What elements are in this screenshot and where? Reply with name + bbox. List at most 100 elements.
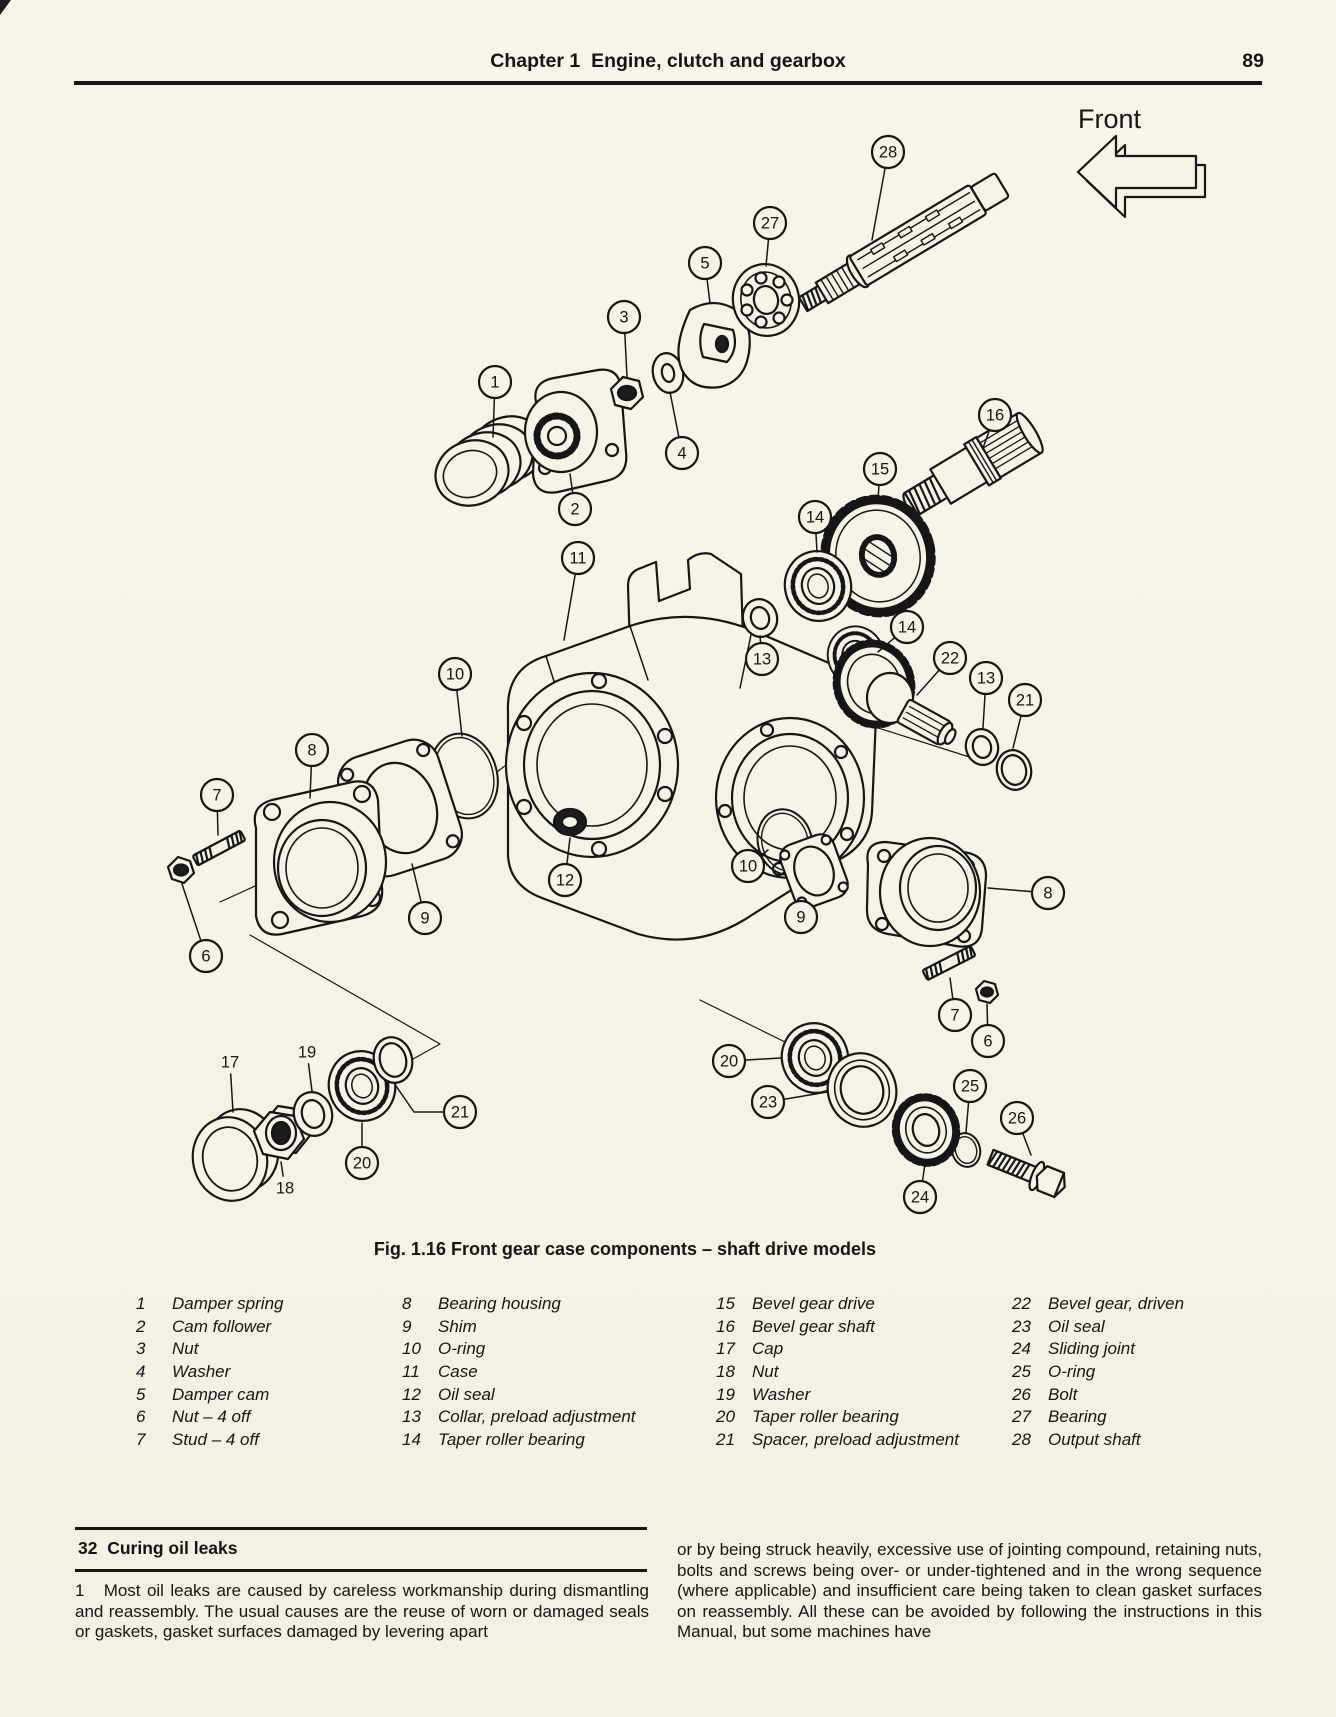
callout-7: 7	[937, 977, 973, 1033]
part-spacer-21a	[372, 1036, 414, 1084]
svg-text:5: 5	[700, 255, 709, 273]
callout-25: 25	[952, 1068, 988, 1133]
callout-4: 4	[664, 391, 700, 471]
callout-19: 19	[298, 1044, 316, 1092]
callout-26: 26	[999, 1100, 1035, 1156]
part-bevel-gear-shaft	[902, 411, 1044, 517]
callout-11: 11	[560, 540, 596, 641]
svg-text:20: 20	[353, 1155, 371, 1173]
svg-text:6: 6	[983, 1033, 992, 1051]
callout-10: 10	[437, 656, 473, 737]
callout-27: 27	[752, 205, 788, 267]
part-collar-13b	[964, 728, 1000, 766]
svg-text:21: 21	[451, 1104, 469, 1122]
svg-text:4: 4	[677, 445, 686, 463]
svg-text:3: 3	[619, 309, 628, 327]
svg-text:6: 6	[201, 948, 210, 966]
part-bearing-housing-8b	[865, 836, 988, 948]
callout-2: 2	[557, 473, 593, 527]
part-bearing-housing-8a	[253, 780, 388, 936]
callout-9: 9	[783, 899, 819, 935]
svg-text:14: 14	[806, 509, 824, 527]
part-oring-25	[950, 1132, 982, 1168]
callout-12: 12	[547, 837, 583, 898]
callout-21: 21	[395, 1085, 478, 1130]
svg-text:11: 11	[569, 550, 586, 568]
callout-5: 5	[687, 245, 723, 304]
scan-artifact	[0, 0, 11, 15]
body-text-left-column: 1 Most oil leaks are caused by careless …	[75, 1581, 649, 1642]
part-bearing-27	[731, 263, 801, 337]
part-spacer-21b	[995, 749, 1033, 791]
callout-14: 14	[877, 609, 925, 653]
part-damper-spring	[434, 415, 546, 507]
callout-16: 16	[977, 397, 1013, 449]
svg-text:8: 8	[307, 742, 316, 760]
svg-text:2: 2	[570, 501, 579, 519]
callout-9: 9	[407, 863, 443, 936]
front-label: Front	[1078, 104, 1142, 134]
part-oil-seal-12	[552, 807, 588, 837]
svg-text:8: 8	[1043, 885, 1052, 903]
body-text-right-column: or by being struck heavily, excessive us…	[677, 1540, 1262, 1642]
svg-text:10: 10	[739, 858, 757, 876]
callout-24: 24	[902, 1163, 938, 1215]
part-cam-follower	[523, 368, 628, 494]
part-collar-13a	[741, 598, 779, 638]
svg-text:27: 27	[761, 215, 779, 233]
svg-text:10: 10	[446, 666, 464, 684]
callout-13: 13	[968, 660, 1004, 729]
svg-text:26: 26	[1008, 1110, 1026, 1128]
callout-13: 13	[744, 635, 780, 677]
part-shim-9b	[779, 833, 849, 909]
svg-text:7: 7	[950, 1007, 959, 1025]
part-bevel-gear-driven	[832, 639, 957, 746]
part-nut-6a	[166, 855, 196, 885]
svg-text:14: 14	[898, 619, 916, 637]
svg-text:15: 15	[871, 461, 889, 479]
svg-text:9: 9	[796, 909, 805, 927]
figure-caption: Fig. 1.16 Front gear case components – s…	[373, 1239, 877, 1259]
svg-text:1: 1	[490, 374, 499, 392]
svg-text:12: 12	[556, 872, 574, 890]
part-bolt	[986, 1148, 1066, 1199]
svg-text:16: 16	[986, 407, 1004, 425]
callout-10: 10	[730, 848, 769, 884]
svg-text:17: 17	[221, 1054, 239, 1072]
svg-text:18: 18	[276, 1180, 294, 1198]
callout-18: 18	[276, 1161, 294, 1198]
part-nut-6b	[974, 979, 1000, 1005]
part-output-shaft	[797, 172, 1010, 313]
callout-28: 28	[870, 134, 906, 241]
svg-text:22: 22	[941, 650, 959, 668]
callout-8: 8	[294, 732, 330, 799]
callout-14: 14	[797, 499, 833, 553]
section-rule-top	[75, 1527, 647, 1530]
callout-6: 6	[181, 883, 224, 974]
svg-text:24: 24	[911, 1189, 929, 1207]
callout-layer: 1234527281615141311108769121422132110987…	[181, 134, 1066, 1215]
part-damper-cam	[677, 301, 751, 389]
callout-3: 3	[606, 299, 642, 378]
